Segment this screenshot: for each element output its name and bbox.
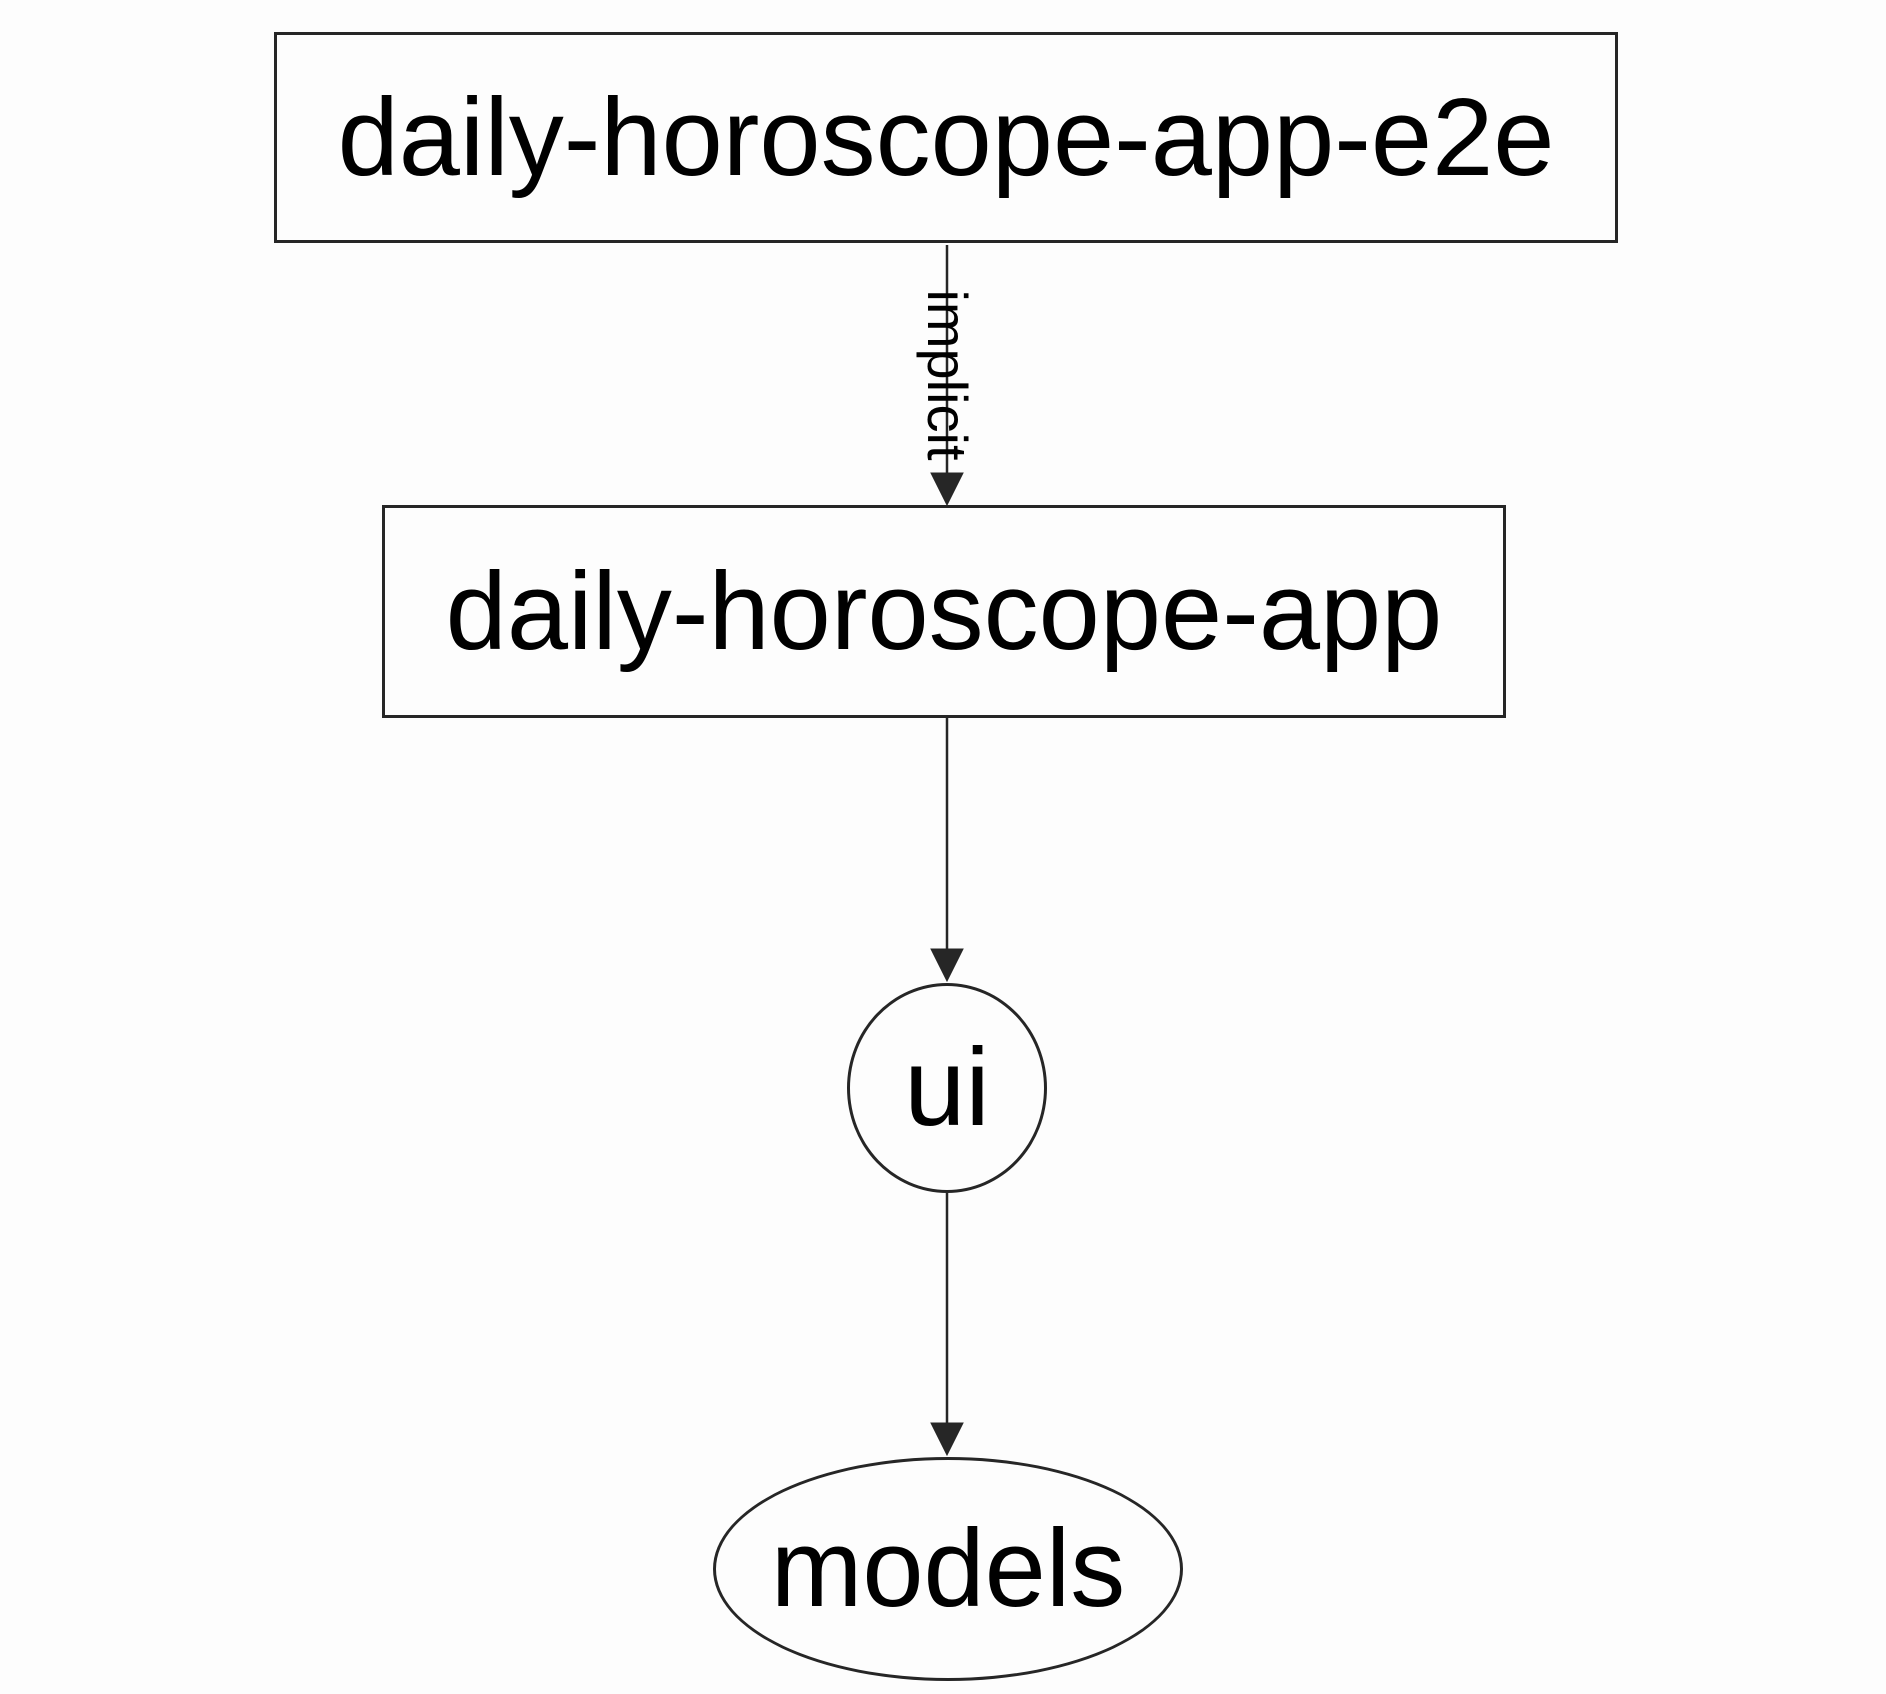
edge-app-to-ui-arrowhead-icon	[930, 948, 964, 983]
node-label: daily-horoscope-app-e2e	[337, 75, 1555, 199]
node-label: ui	[904, 1026, 990, 1149]
edge-e2e-to-app-arrowhead-icon	[930, 472, 964, 507]
edge-label-implicit: implicit	[916, 289, 979, 461]
node-daily-horoscope-app[interactable]: daily-horoscope-app	[382, 505, 1506, 718]
edge-ui-to-models-arrowhead-icon	[930, 1422, 964, 1457]
node-daily-horoscope-app-e2e[interactable]: daily-horoscope-app-e2e	[274, 32, 1618, 243]
node-label: daily-horoscope-app	[445, 549, 1443, 673]
node-models[interactable]: models	[713, 1457, 1183, 1681]
node-label: models	[770, 1507, 1126, 1630]
node-ui[interactable]: ui	[847, 983, 1047, 1193]
